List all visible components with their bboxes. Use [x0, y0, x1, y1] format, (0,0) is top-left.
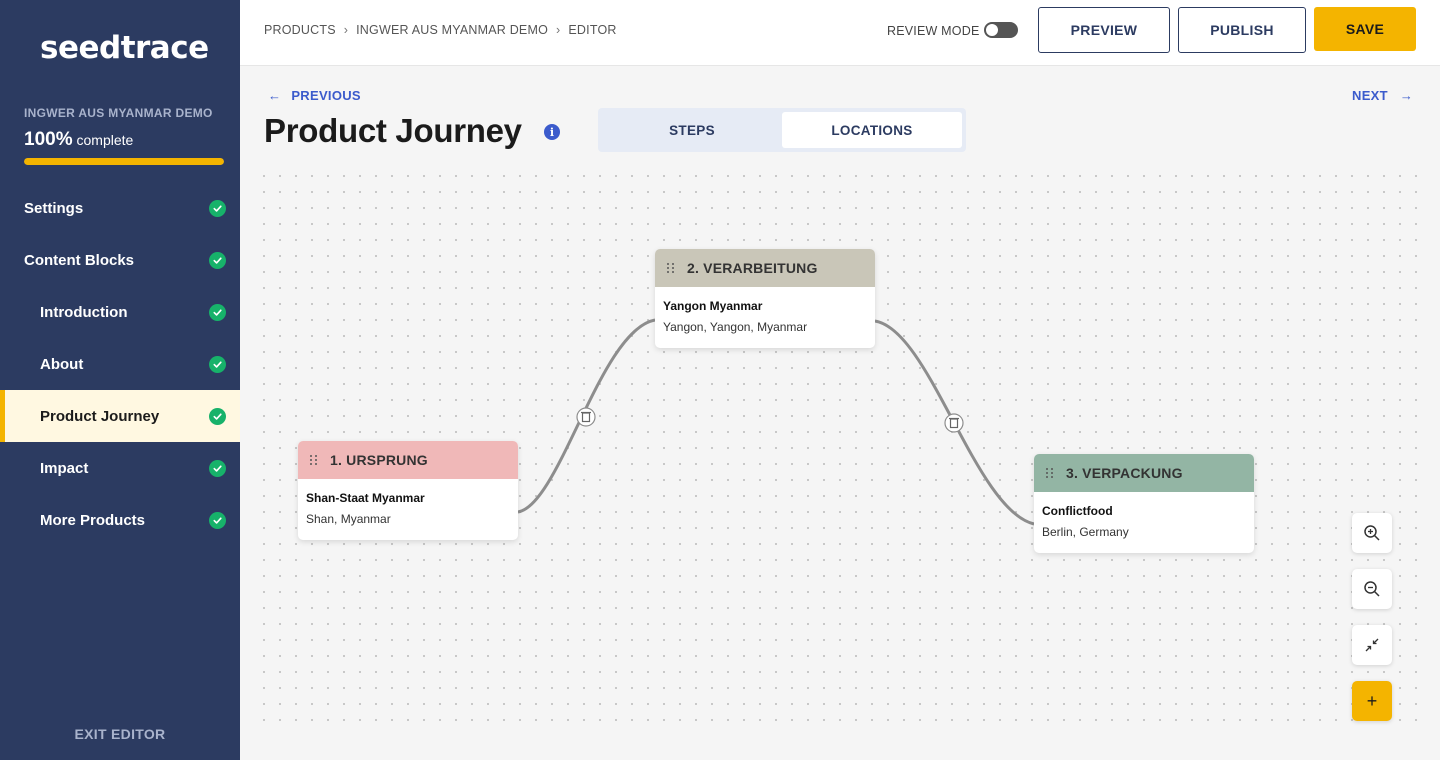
node-title: 3. VERPACKUNG [1066, 465, 1183, 481]
add-step-button[interactable]: + [1352, 681, 1392, 721]
project-name: INGWER AUS MYANMAR DEMO [24, 106, 213, 120]
breadcrumb-separator: › [556, 23, 561, 37]
node-name: Shan-Staat Myanmar [306, 491, 425, 505]
breadcrumb-editor: EDITOR [568, 23, 617, 37]
publish-button[interactable]: PUBLISH [1178, 7, 1306, 53]
review-mode-toggle[interactable] [984, 22, 1018, 38]
topbar: PRODUCTS › INGWER AUS MYANMAR DEMO › EDI… [240, 0, 1440, 66]
tab-steps[interactable]: STEPS [669, 122, 715, 138]
node-name: Yangon Myanmar [663, 299, 763, 313]
review-mode-label: REVIEW MODE [887, 24, 980, 38]
sidebar-item-more-products[interactable]: More Products [0, 494, 240, 546]
check-icon [209, 251, 226, 269]
arrow-right-icon: → [1399, 88, 1414, 103]
node-location: Berlin, Germany [1042, 525, 1129, 539]
page-title: Product Journey [264, 112, 522, 149]
breadcrumb-project[interactable]: INGWER AUS MYANMAR DEMO [356, 23, 549, 37]
drag-handle-icon[interactable] [667, 263, 677, 273]
sidebar-item-content-blocks[interactable]: Content Blocks [0, 234, 240, 286]
breadcrumb: PRODUCTS › INGWER AUS MYANMAR DEMO › EDI… [264, 23, 617, 37]
drag-handle-icon[interactable] [1046, 468, 1056, 478]
delete-connection-icon[interactable] [576, 407, 596, 427]
info-icon[interactable]: i [544, 124, 560, 140]
zoom-out-button[interactable] [1352, 569, 1392, 609]
node-location: Shan, Myanmar [306, 512, 391, 526]
check-icon [209, 199, 226, 217]
sidebar: seedtrace INGWER AUS MYANMAR DEMO 100% c… [0, 0, 240, 760]
journey-node-packaging[interactable]: 3. VERPACKUNG Conflictfood Berlin, Germa… [1034, 454, 1254, 553]
breadcrumb-products[interactable]: PRODUCTS [264, 23, 336, 37]
toggle-knob [986, 24, 998, 36]
node-header[interactable]: 1. URSPRUNG [298, 441, 518, 479]
node-location: Yangon, Yangon, Myanmar [663, 320, 808, 334]
progress-fill [24, 158, 224, 165]
node-title: 1. URSPRUNG [330, 452, 428, 468]
view-tabs: STEPS LOCATIONS [598, 108, 966, 152]
node-name: Conflictfood [1042, 504, 1113, 518]
node-body: Conflictfood Berlin, Germany [1034, 492, 1254, 553]
arrow-left-icon: ← [268, 88, 282, 103]
progress-bar [24, 158, 224, 165]
node-body: Yangon Myanmar Yangon, Yangon, Myanmar [655, 287, 875, 348]
zoom-in-button[interactable] [1352, 513, 1392, 553]
collapse-icon [1365, 638, 1379, 652]
node-body: Shan-Staat Myanmar Shan, Myanmar [298, 479, 518, 540]
check-icon [209, 407, 226, 425]
sidebar-item-label: Settings [24, 199, 84, 217]
exit-editor-button[interactable]: EXIT EDITOR [74, 726, 166, 742]
journey-node-processing[interactable]: 2. VERARBEITUNG Yangon Myanmar Yangon, Y… [655, 249, 875, 348]
sidebar-item-impact[interactable]: Impact [0, 442, 240, 494]
sidebar-item-label: Impact [40, 459, 89, 477]
tab-locations[interactable]: LOCATIONS [782, 112, 962, 148]
sidebar-item-label: Product Journey [40, 407, 160, 425]
sidebar-item-product-journey[interactable]: Product Journey [0, 390, 240, 442]
check-icon [209, 355, 226, 373]
previous-link[interactable]: ← PREVIOUS [268, 88, 361, 103]
sidebar-item-label: Content Blocks [24, 251, 135, 269]
sidebar-item-label: Introduction [40, 303, 128, 321]
preview-button[interactable]: PREVIEW [1038, 7, 1170, 53]
sidebar-item-label: About [40, 355, 84, 373]
sidebar-item-introduction[interactable]: Introduction [0, 286, 240, 338]
next-link[interactable]: NEXT → [1352, 88, 1413, 103]
save-button[interactable]: SAVE [1314, 7, 1416, 51]
next-label: NEXT [1352, 88, 1388, 103]
sidebar-item-label: More Products [40, 511, 146, 529]
node-header[interactable]: 2. VERARBEITUNG [655, 249, 875, 287]
check-icon [209, 459, 226, 477]
progress-percent: 100% [24, 129, 73, 150]
zoom-in-icon [1364, 525, 1380, 541]
logo[interactable]: seedtrace [40, 30, 209, 66]
sidebar-item-about[interactable]: About [0, 338, 240, 390]
progress-label: complete [76, 132, 134, 148]
sidebar-item-settings[interactable]: Settings [0, 182, 240, 234]
fit-view-button[interactable] [1352, 625, 1392, 665]
node-header[interactable]: 3. VERPACKUNG [1034, 454, 1254, 492]
breadcrumb-separator: › [343, 23, 349, 37]
progress-text: 100% complete [24, 129, 133, 151]
check-icon [209, 511, 226, 529]
zoom-out-icon [1364, 581, 1380, 597]
node-title: 2. VERARBEITUNG [687, 260, 818, 276]
check-icon [209, 303, 226, 321]
drag-handle-icon[interactable] [310, 455, 320, 465]
previous-label: PREVIOUS [291, 88, 361, 103]
journey-node-origin[interactable]: 1. URSPRUNG Shan-Staat Myanmar Shan, Mya… [298, 441, 518, 540]
delete-connection-icon[interactable] [944, 413, 964, 433]
